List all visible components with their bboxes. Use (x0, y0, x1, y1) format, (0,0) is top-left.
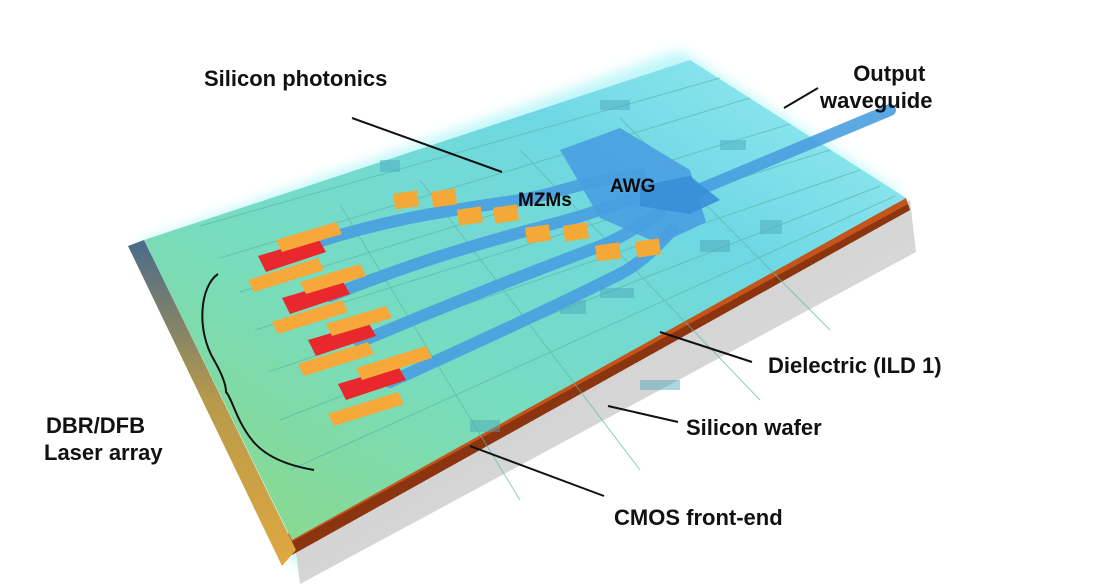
label-laser-array-line1: DBR/DFB (44, 412, 163, 439)
label-dielectric: Dielectric (ILD 1) (768, 352, 942, 379)
label-output-waveguide: Output waveguide (820, 60, 932, 114)
mzm-pad (493, 204, 519, 223)
leader-output-waveguide (784, 88, 818, 108)
mzm-pad (431, 188, 457, 207)
mzm-pad (635, 238, 661, 257)
mzm-pad (457, 206, 483, 225)
mzm-pad (595, 242, 621, 261)
label-silicon-wafer: Silicon wafer (686, 414, 822, 441)
mzm-pad (393, 190, 419, 209)
label-laser-array-line2: Laser array (44, 439, 163, 466)
mzm-pad (563, 222, 589, 241)
label-output-waveguide-line1: Output (820, 60, 932, 87)
label-laser-array: DBR/DFB Laser array (44, 412, 163, 466)
label-mzms: MZMs (518, 190, 572, 212)
label-awg: AWG (610, 176, 655, 198)
label-output-waveguide-line2: waveguide (820, 87, 932, 114)
leader-silicon-wafer (608, 406, 678, 422)
label-silicon-photonics: Silicon photonics (204, 65, 387, 92)
mzm-pad (525, 224, 551, 243)
label-cmos-front-end: CMOS front-end (614, 504, 783, 531)
